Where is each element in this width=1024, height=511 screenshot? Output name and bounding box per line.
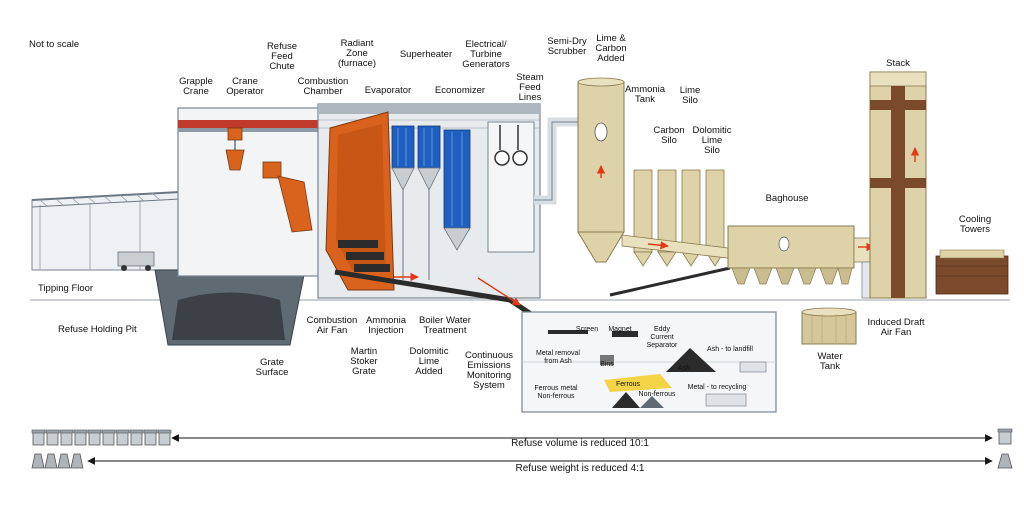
trash-can-icon [87, 429, 102, 446]
volume-text-label: Refuse volume is reduced 10:1 [511, 438, 649, 449]
evaporator-label: Evaporator [365, 85, 411, 96]
trash-can-icon [129, 429, 144, 446]
economizer-label: Economizer [435, 85, 485, 96]
trash-can-icon [157, 429, 172, 446]
garbage-bag-icon [44, 453, 58, 469]
screen-label: Screen [576, 326, 598, 333]
baghouse-conveyor [609, 266, 731, 297]
tipping-floor-building [31, 191, 181, 271]
crane-hall [177, 107, 329, 277]
semi-dry-scrubber [577, 77, 625, 263]
trash-can-icon [115, 429, 130, 446]
garbage-bag-icon [31, 453, 45, 469]
ash-to-landfill-label: Ash - to landfill [707, 346, 753, 353]
weight-text-label: Refuse weight is reduced 4:1 [516, 463, 645, 474]
ash-flow-arrow [477, 277, 521, 306]
turbine-generators [487, 121, 535, 253]
garbage-bag-icon [57, 453, 71, 469]
superheater-label: Superheater [400, 49, 452, 60]
stack-label: Stack [886, 58, 910, 69]
baghouse [727, 225, 855, 285]
boiler-tubes [391, 125, 471, 280]
ferrous-label: Ferrous [616, 381, 641, 388]
trash-can-icon [143, 429, 158, 446]
trash-can-icon [73, 429, 88, 446]
refuse-holding-pit [154, 269, 306, 346]
baghouse-label: Baghouse [766, 193, 809, 204]
water-tank [801, 307, 857, 345]
ash-label: Ash [678, 365, 690, 372]
furnace [325, 111, 395, 291]
magnet-label: Magnet [608, 326, 631, 333]
garbage-bag-icon [70, 453, 84, 469]
scrubber-flow-arrow [647, 241, 669, 250]
not-to-scale-note: Not to scale [29, 39, 79, 50]
cooling-towers [935, 249, 1009, 295]
bins-label: Bins [600, 361, 614, 368]
fan-duct [853, 237, 873, 263]
metal-recovery-building [521, 311, 777, 413]
trash-can-icon [59, 429, 74, 446]
trash-can-icon [31, 429, 46, 446]
volume-trash-icons [31, 429, 172, 446]
stack [869, 71, 927, 299]
refuse-holding-pit-label: Refuse Holding Pit [58, 324, 137, 335]
reduced-trash-can-icon [997, 428, 1013, 445]
trash-can-icon [101, 429, 116, 446]
non-ferrous-label: Non-ferrous [639, 391, 676, 398]
reduced-bag-icon [997, 453, 1013, 469]
metal-to-recycling-label: Metal - to recycling [688, 384, 747, 391]
trash-can-icon [45, 429, 60, 446]
tipping-floor-label: Tipping Floor [38, 283, 93, 294]
weight-bag-icons [31, 453, 84, 469]
